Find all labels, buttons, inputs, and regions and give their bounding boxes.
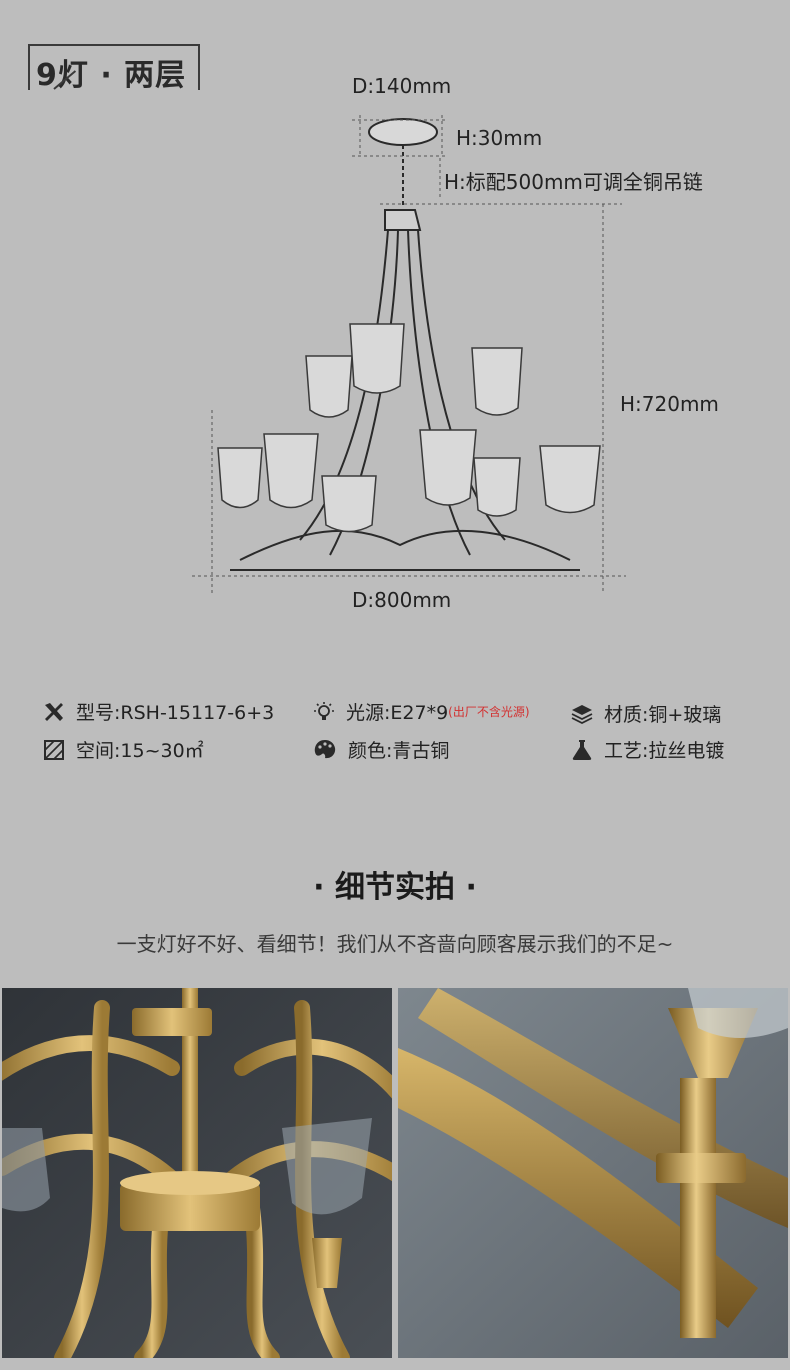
brass-frame-photo (2, 988, 392, 1358)
spec-light-text: 光源:E27*9 (346, 702, 449, 724)
spec-model-text: 型号:RSH-15117-6+3 (76, 702, 275, 724)
detail-section-subtitle: 一支灯好不好、看细节！我们从不吝啬向顾客展示我们的不足~ (116, 932, 674, 956)
body-diameter-label: D:800mm (352, 588, 452, 612)
spec-craft-text: 工艺:拉丝电镀 (604, 740, 725, 762)
flask-icon (572, 739, 592, 760)
badge-label: 9灯 · 两层 (36, 58, 187, 93)
spec-space-text: 空间:15~30㎡ (76, 740, 204, 762)
spec-space: 空间:15~30㎡ (42, 736, 204, 763)
spec-color: 颜色:青古铜 (312, 736, 449, 763)
chandelier-drawing (192, 115, 626, 594)
spec-light-source: 光源:E27*9(出厂不含光源) (312, 698, 530, 725)
layers-icon (571, 704, 593, 724)
canopy-height-label: H:30mm (456, 126, 543, 150)
bulb-icon (314, 701, 334, 720)
brass-joint-photo (398, 988, 788, 1358)
spec-material: 材质:铜+玻璃 (570, 700, 721, 727)
detail-photo-right (398, 988, 788, 1358)
badge-frame (28, 44, 200, 90)
tools-icon (45, 702, 63, 721)
spec-color-text: 颜色:青古铜 (348, 740, 450, 762)
spec-light-note: (出厂不含光源) (448, 705, 530, 719)
spec-material-text: 材质:铜+玻璃 (604, 704, 722, 726)
spec-model: 型号:RSH-15117-6+3 (42, 698, 274, 725)
palette-icon (314, 739, 336, 758)
area-icon (44, 739, 64, 760)
top-diameter-label: D:140mm (352, 74, 452, 98)
detail-photo-left (2, 988, 392, 1358)
detail-section-title: · 细节实拍 · (313, 870, 477, 905)
chain-length-label: H:标配500mm可调全铜吊链 (444, 170, 703, 194)
body-height-label: H:720mm (620, 392, 719, 416)
spec-craft: 工艺:拉丝电镀 (570, 736, 724, 763)
